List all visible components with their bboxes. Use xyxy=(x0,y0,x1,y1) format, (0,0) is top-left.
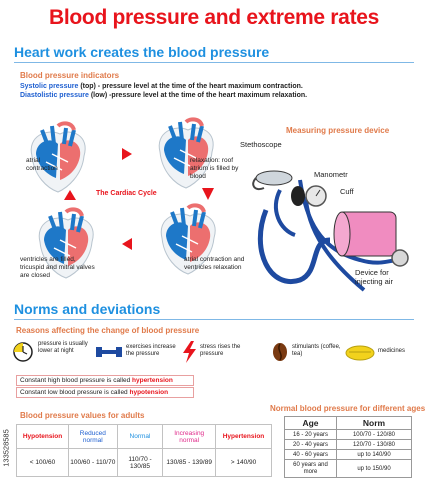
hypertension-note-text: Constant high blood pressure is called xyxy=(20,377,133,384)
value-reduced-normal: 100/60 - 110/70 xyxy=(68,448,118,477)
diastolic-line: Diastolistic pressure (low) -pressure le… xyxy=(20,92,420,99)
hypotension-note-text: Constant low blood pressure is called xyxy=(20,389,130,396)
stethoscope-label: Stethoscope xyxy=(240,140,282,149)
stage-2-label: relaxation: roof atrium is filled by blo… xyxy=(190,157,239,180)
stage-4-label: atrial contraction and ventricles relaxa… xyxy=(184,256,245,271)
norm-cell: up to 140/90 xyxy=(336,449,412,460)
cycle-arrow-down xyxy=(202,188,214,200)
age-cell: 16 - 20 years xyxy=(284,429,337,440)
age-norm-table: Age Norm 16 - 20 years 100/70 - 120/80 2… xyxy=(284,416,412,478)
section-divider xyxy=(14,319,414,320)
pressure-device-diagram xyxy=(252,170,409,292)
reason-2-label: exercises increase the pressure xyxy=(126,344,176,357)
hypertension-note: Constant high blood pressure is called h… xyxy=(16,375,194,386)
page-title: Blood pressure and extreme rates xyxy=(48,6,380,29)
cycle-arrow-left xyxy=(122,238,132,250)
manometer-label: Manometr xyxy=(314,170,348,179)
diastolic-desc: (low) -pressure level at the time of the… xyxy=(88,92,308,99)
clock-icon xyxy=(13,342,33,362)
header-norm: Norm xyxy=(336,416,412,430)
header-age: Age xyxy=(284,416,337,430)
lightning-icon xyxy=(183,341,196,363)
coffee-bean-icon xyxy=(273,343,287,361)
norm-cell: 120/70 - 130/80 xyxy=(336,439,412,450)
diastolic-term: Diastolistic pressure xyxy=(20,92,89,99)
age-cell: 40 - 60 years xyxy=(284,449,337,460)
reason-3-label: stress rises the pressure xyxy=(200,344,241,357)
injector-label: Device for injecting air xyxy=(355,268,393,286)
cardiac-cycle-title: The Cardiac Cycle xyxy=(96,190,157,197)
indicators-title: Blood pressure indicators xyxy=(20,71,120,80)
norm-cell: 100/70 - 120/80 xyxy=(336,429,412,440)
norm-cell: up to 150/90 xyxy=(336,459,412,478)
reason-5-label: medicines xyxy=(378,348,406,354)
stock-id: 133528585 xyxy=(0,400,12,495)
cycle-arrow-up xyxy=(64,190,76,200)
norms-heading: Norms and deviations xyxy=(14,301,161,317)
stage-3-label: ventricles are filled, tricuspid and mit… xyxy=(20,256,95,279)
header-normal: Normal xyxy=(116,424,164,449)
systolic-desc: (top) - pressure level at the time of th… xyxy=(78,83,303,90)
hypertension-word: hypertension xyxy=(132,377,173,384)
header-hypotension: Hypotension xyxy=(16,424,69,449)
systolic-term: Systolic pressure xyxy=(20,83,79,90)
stock-id-text: 133528585 xyxy=(1,429,11,467)
table-row: 60 years and more up to 150/90 xyxy=(284,459,412,478)
header-increasing-normal: Increasing normal xyxy=(162,424,216,449)
table-row: 20 - 40 years 120/70 - 130/80 xyxy=(284,439,412,450)
value-hypotension: < 100/60 xyxy=(16,448,69,477)
adult-table-header-row: Hypotension Reduced normal Normal Increa… xyxy=(16,424,272,449)
reason-1-label: pressure is usually lower at night xyxy=(38,341,88,354)
systolic-line: Systolic pressure (top) - pressure level… xyxy=(20,83,420,90)
dumbbell-icon xyxy=(96,347,122,357)
adult-table-value-row: < 100/60 100/60 - 110/70 110/70 - 130/85… xyxy=(16,448,272,477)
reason-4-label: stimulants (coffee, tea) xyxy=(292,344,341,357)
hypotension-word: hypotension xyxy=(129,389,169,396)
value-hypertension: > 140/90 xyxy=(215,448,272,477)
age-table-header-row: Age Norm xyxy=(284,416,412,430)
age-table-title: Normal blood pressure for different ages xyxy=(270,404,426,413)
value-normal: 110/70 - 130/85 xyxy=(116,448,164,477)
age-cell: 20 - 40 years xyxy=(284,439,337,450)
table-row: 40 - 60 years up to 140/90 xyxy=(284,449,412,460)
age-cell: 60 years and more xyxy=(284,459,337,478)
cardiac-cycle-diagram xyxy=(29,117,218,280)
stage-1-label: atrial contraction xyxy=(26,157,58,172)
adult-values-table: Hypotension Reduced normal Normal Increa… xyxy=(16,424,272,477)
cuff-label: Cuff xyxy=(340,187,354,196)
cycle-arrow-right xyxy=(122,148,132,160)
heart-section-heading: Heart work creates the blood pressure xyxy=(14,44,270,60)
adult-table-title: Blood pressure values for adults xyxy=(20,411,145,420)
section-divider xyxy=(14,62,414,63)
pill-icon xyxy=(345,345,375,361)
header-reduced-normal: Reduced normal xyxy=(68,424,118,449)
device-title: Measuring pressure device xyxy=(286,126,390,135)
header-hypertension: Hypertension xyxy=(215,424,272,449)
table-row: 16 - 20 years 100/70 - 120/80 xyxy=(284,429,412,440)
hypotension-note: Constant low blood pressure is called hy… xyxy=(16,387,194,398)
reasons-title: Reasons affecting the change of blood pr… xyxy=(16,326,200,335)
value-increasing-normal: 130/85 - 139/89 xyxy=(162,448,216,477)
